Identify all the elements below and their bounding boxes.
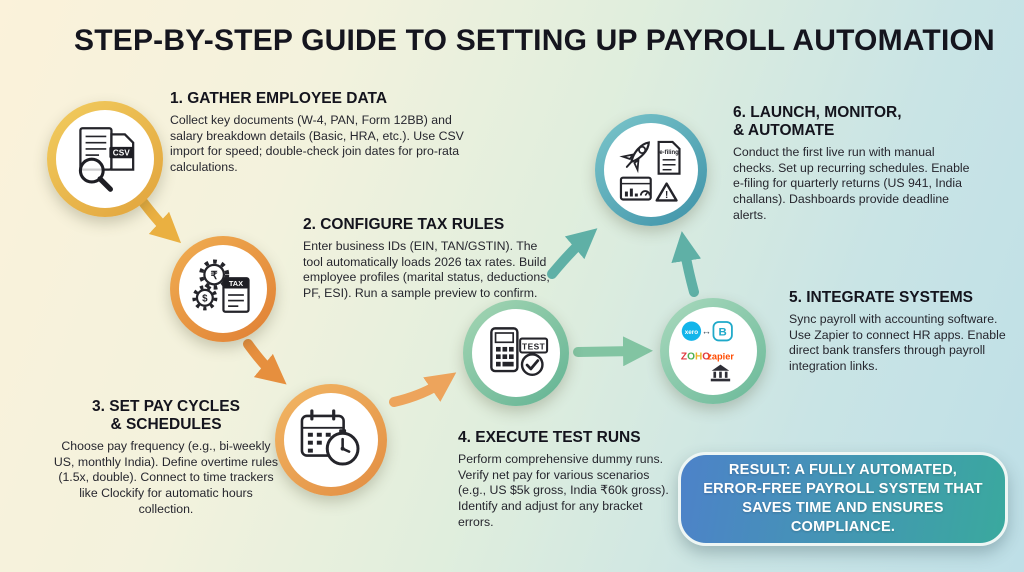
step4-text-block: 4. EXECUTE TEST RUNS Perform comprehensi… <box>458 429 676 531</box>
zapier-logo: zapier <box>707 351 734 361</box>
step5-text-block: 5. INTEGRATE SYSTEMS Sync payroll with a… <box>789 289 1017 375</box>
step5-circle: xero ↔ B ZOHO zapier <box>660 298 766 404</box>
step4-body: Perform comprehensive dummy runs. Verify… <box>458 451 669 529</box>
step5-circle-inner: xero ↔ B ZOHO zapier <box>669 307 757 395</box>
result-box: RESULT: A FULLY AUTOMATED, ERROR-FREE PA… <box>678 452 1008 546</box>
step6-circle: e-filing ! <box>595 114 707 226</box>
step3-circle <box>275 384 387 496</box>
calendar-stopwatch-icon <box>300 409 360 466</box>
step4-circle: TEST <box>463 300 569 406</box>
step2-heading: 2. CONFIGURE TAX RULES <box>303 216 505 233</box>
step5-body: Sync payroll with accounting software. U… <box>789 311 1006 374</box>
integration-logos-icon: xero ↔ B ZOHO zapier <box>680 320 734 381</box>
gears-tax-document-icon: ₹ $ TAX <box>191 259 250 313</box>
arrow-step2-step3 <box>243 339 287 385</box>
result-text: RESULT: A FULLY AUTOMATED, ERROR-FREE PA… <box>703 461 983 536</box>
xero-label: xero <box>684 328 698 335</box>
zoho-logo: ZOHO <box>680 351 709 362</box>
warning-exclamation: ! <box>665 190 668 201</box>
calculator-test-check-icon: TEST <box>489 326 548 376</box>
step1-circle: CSV <box>47 101 163 217</box>
b-logo-label: B <box>718 326 726 338</box>
step2-body: Enter business IDs (EIN, TAN/GSTIN). The… <box>303 238 550 301</box>
step6-heading: 6. LAUNCH, MONITOR,& AUTOMATE <box>733 104 975 140</box>
rocket-efiling-dashboard-icon: e-filing ! <box>619 141 681 202</box>
step1-text-block: 1. GATHER EMPLOYEE DATA Collect key docu… <box>170 90 472 176</box>
step3-text-block: 3. SET PAY CYCLES& SCHEDULES Choose pay … <box>52 398 280 518</box>
step4-heading: 4. EXECUTE TEST RUNS <box>458 429 641 446</box>
step2-circle-inner: ₹ $ TAX <box>179 245 267 333</box>
arrow-step1-step2 <box>135 193 182 244</box>
efiling-label: e-filing <box>660 150 680 156</box>
step3-heading-line2: & SCHEDULES <box>110 415 222 433</box>
magnifier-icon <box>78 157 105 184</box>
arrow-step3-step4 <box>389 372 457 407</box>
efiling-document-icon <box>657 141 681 176</box>
check-circle-icon <box>520 352 544 376</box>
step6-body: Conduct the first live run with manual c… <box>733 144 970 222</box>
arrow-step4-step6 <box>547 228 598 279</box>
arrow-step5-step6 <box>671 231 702 297</box>
test-label: TEST <box>522 341 545 351</box>
step6-heading-line2: & AUTOMATE <box>733 121 835 139</box>
step4-circle-inner: TEST <box>472 309 560 397</box>
step3-heading: 3. SET PAY CYCLES& SCHEDULES <box>52 398 280 434</box>
rocket-icon <box>619 141 651 174</box>
step6-circle-inner: e-filing ! <box>604 123 698 217</box>
page-title: STEP-BY-STEP GUIDE TO SETTING UP PAYROLL… <box>74 24 995 57</box>
dollar-symbol: $ <box>202 293 208 304</box>
tax-label: TAX <box>228 279 242 288</box>
bank-icon <box>710 364 730 381</box>
step1-body: Collect key documents (W-4, PAN, Form 12… <box>170 112 464 175</box>
csv-label: CSV <box>113 148 130 157</box>
arrow-step4-step5 <box>573 336 653 367</box>
step3-circle-inner <box>284 393 378 487</box>
step3-body: Choose pay frequency (e.g., bi-weekly US… <box>53 438 279 516</box>
b-logo <box>712 320 733 341</box>
warning-triangle-icon <box>655 182 678 202</box>
step5-heading: 5. INTEGRATE SYSTEMS <box>789 289 974 306</box>
step3-heading-line1: 3. SET PAY CYCLES <box>92 398 240 415</box>
step1-heading: 1. GATHER EMPLOYEE DATA <box>170 90 388 107</box>
rupee-symbol: ₹ <box>210 269 217 281</box>
step1-circle-inner: CSV <box>56 110 154 208</box>
step2-circle: ₹ $ TAX <box>170 236 276 342</box>
step2-text-block: 2. CONFIGURE TAX RULES Enter business ID… <box>303 216 553 302</box>
sync-arrows-icon: ↔ <box>701 326 711 337</box>
documents-magnifier-csv-icon: CSV <box>78 126 135 192</box>
step6-text-block: 6. LAUNCH, MONITOR,& AUTOMATE Conduct th… <box>733 104 975 224</box>
xero-logo <box>681 321 701 341</box>
step6-heading-line1: 6. LAUNCH, MONITOR, <box>733 104 902 121</box>
